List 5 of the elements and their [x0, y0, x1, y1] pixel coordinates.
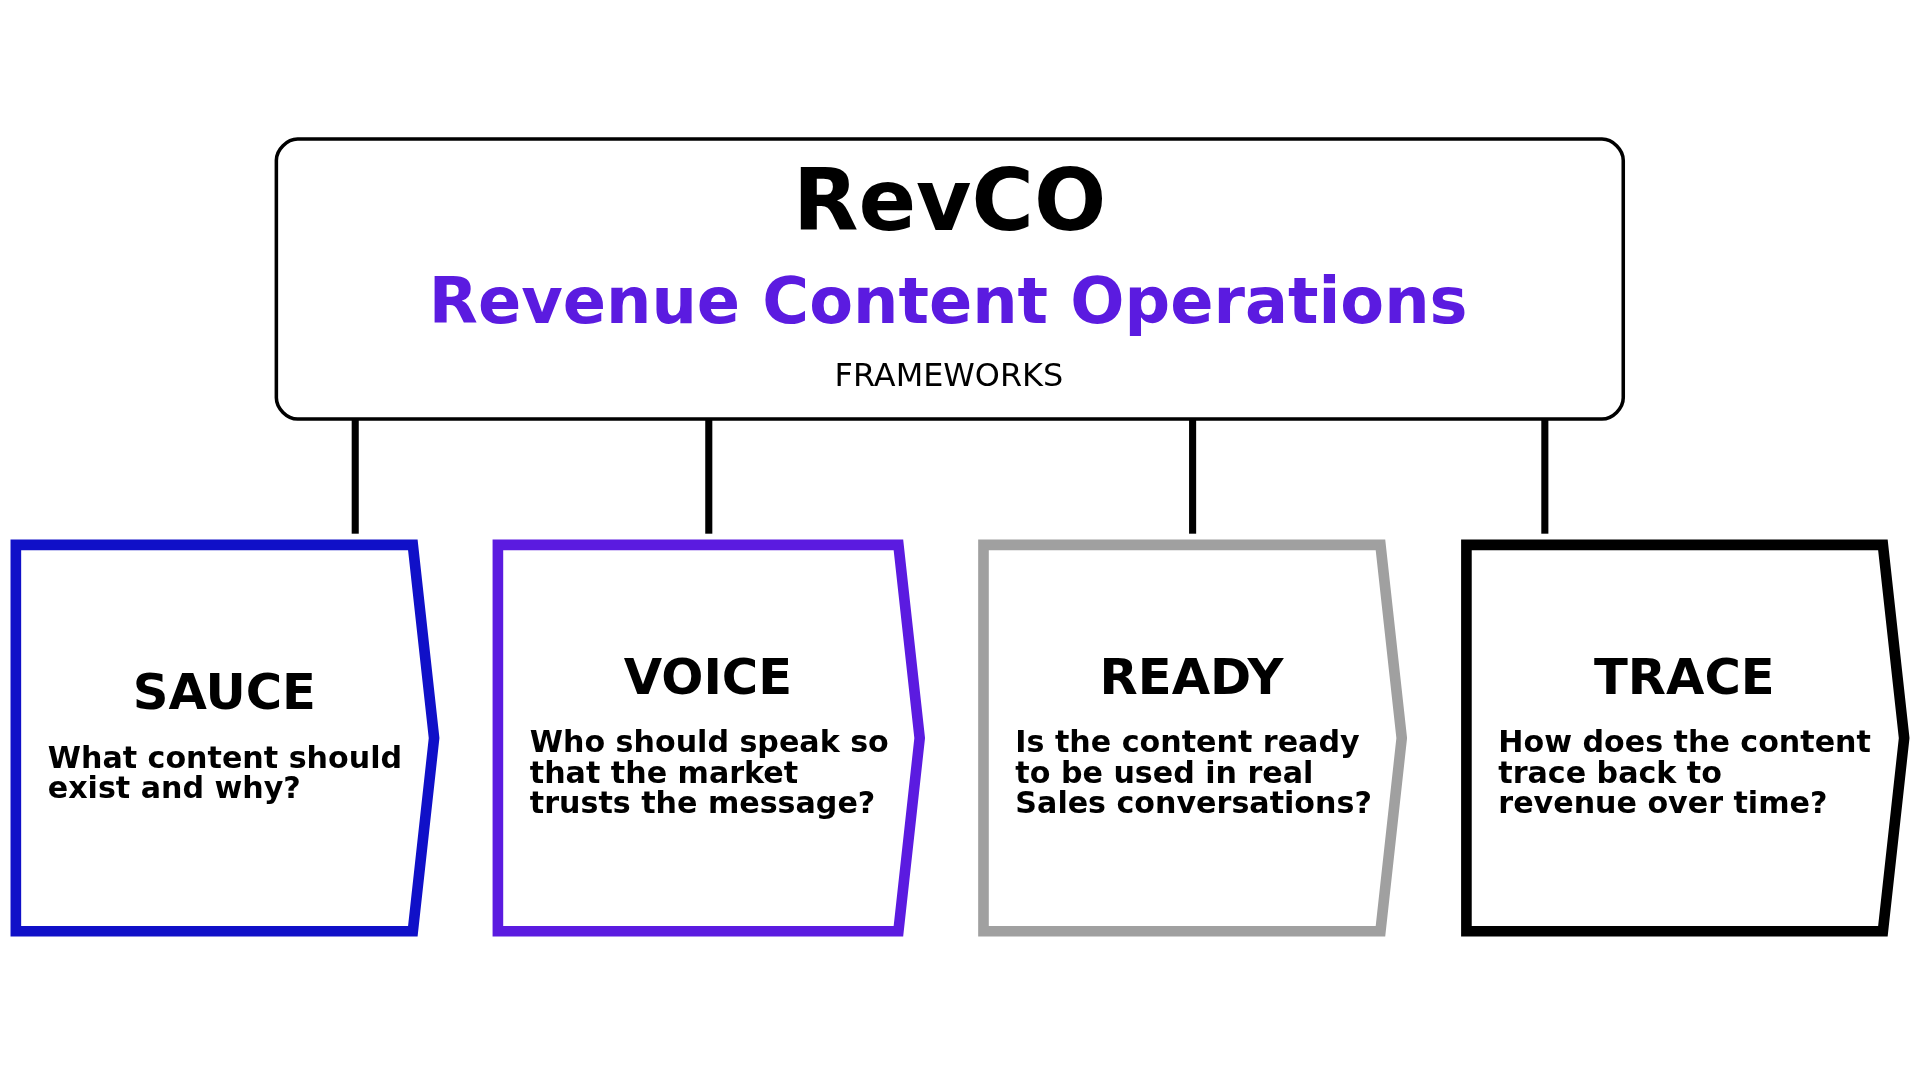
connector [1541, 418, 1549, 534]
connector [1189, 418, 1197, 534]
connector [705, 418, 713, 534]
connector [351, 418, 359, 534]
node-box: RevCO Revenue Content Operations FRAMEWORKS [274, 136, 1626, 421]
